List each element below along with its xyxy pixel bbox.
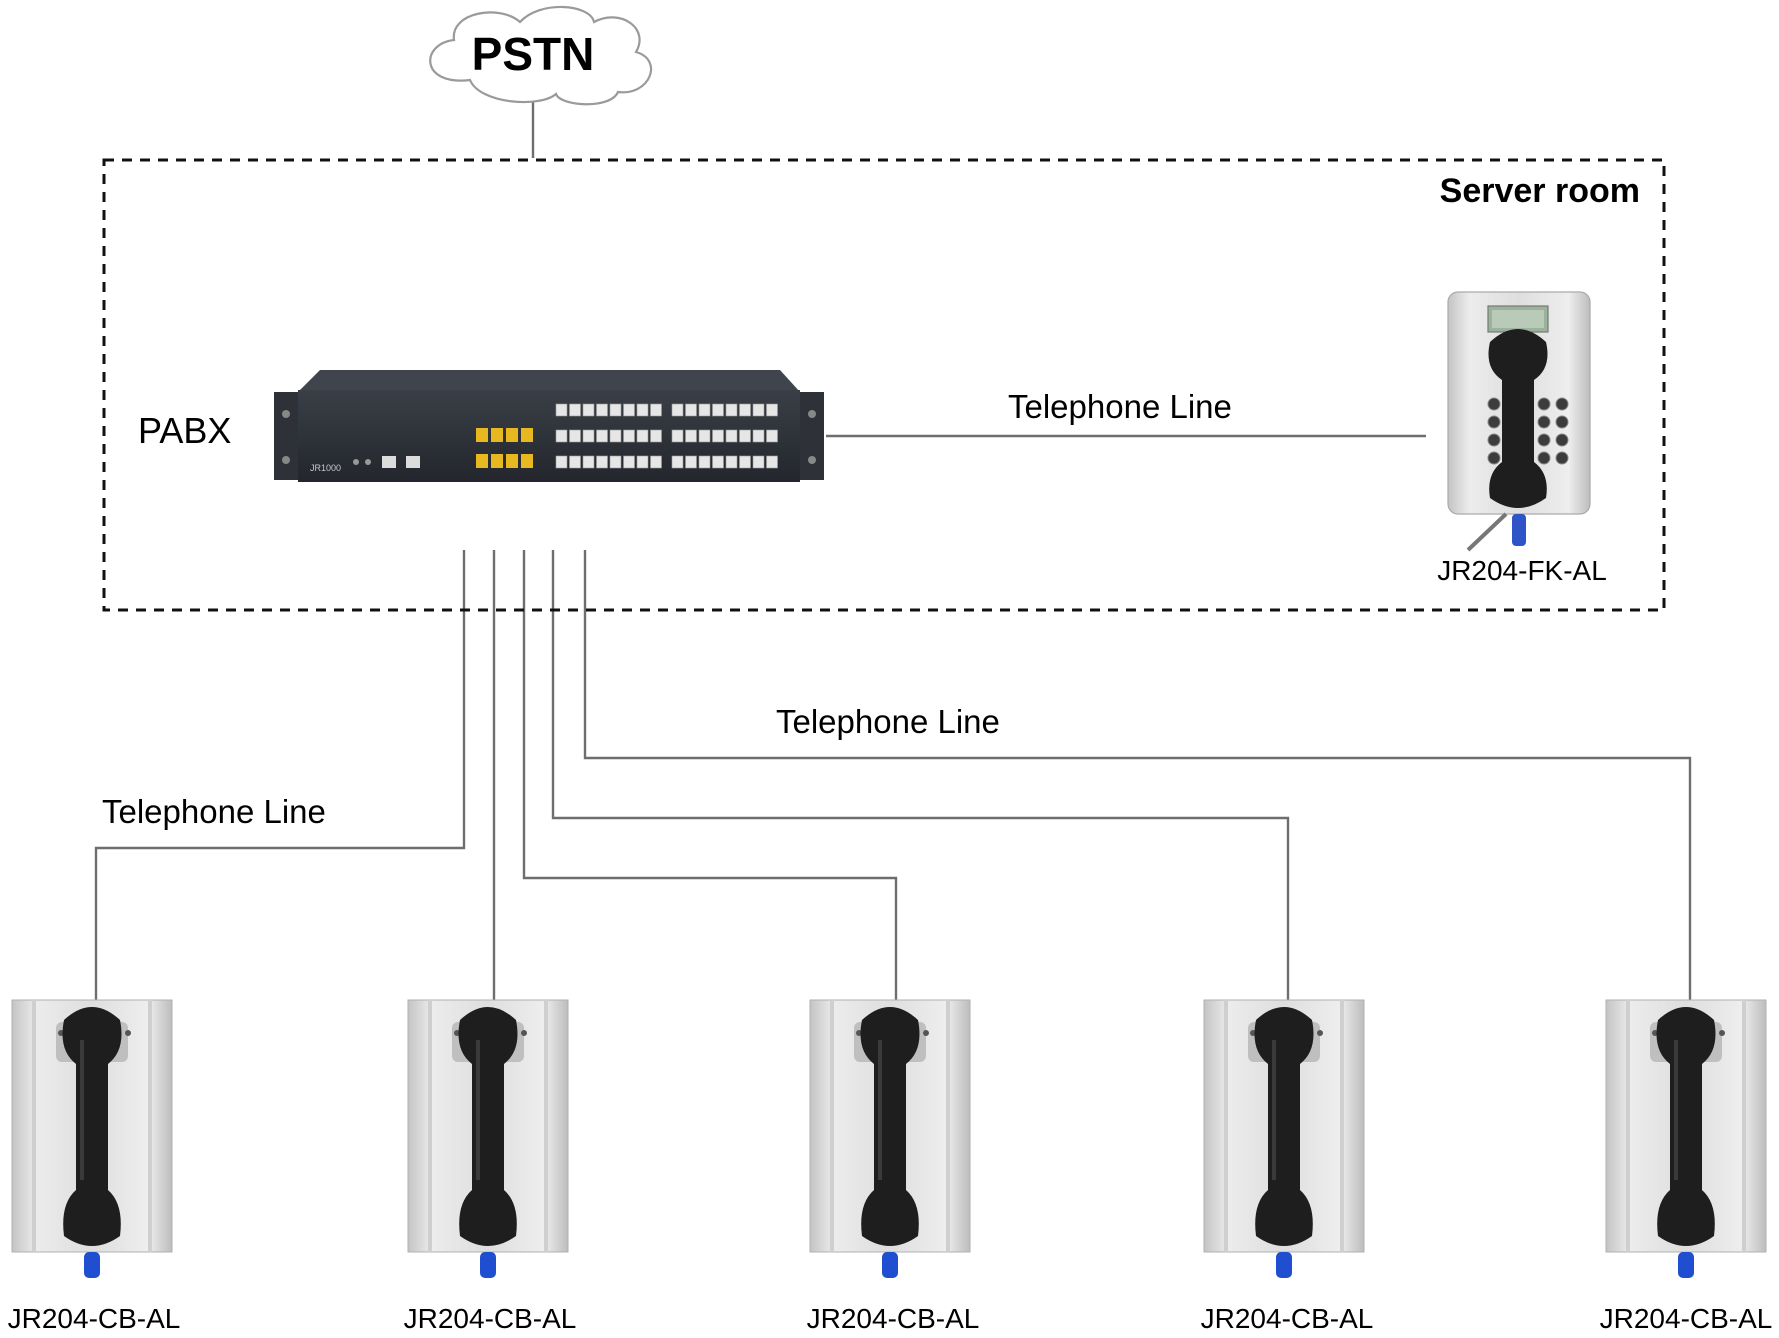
wall-phone-2-model: JR204-CB-AL [404, 1303, 577, 1334]
wall-phone-4 [1202, 998, 1366, 1280]
extension-port [752, 455, 765, 469]
extension-port [609, 455, 622, 469]
extension-port [752, 403, 765, 417]
extension-port [671, 429, 684, 443]
line-to-phone-5 [583, 550, 1692, 1000]
wall-phone-3 [808, 998, 972, 1280]
server-phone-model: JR204-FK-AL [1437, 555, 1607, 586]
extension-port [739, 455, 751, 469]
extension-port [555, 455, 568, 469]
wall-phone-1 [10, 998, 174, 1280]
extension-port [636, 455, 649, 469]
extension-port [623, 429, 635, 443]
trunk-ports [476, 428, 533, 468]
extension-port [698, 429, 711, 443]
extension-port [739, 403, 751, 417]
extension-port [582, 403, 595, 417]
server-room-boundary: Server room [102, 158, 1666, 612]
extension-port [650, 429, 662, 443]
extension-port [596, 403, 608, 417]
extension-port [698, 403, 711, 417]
server-phone [1447, 291, 1591, 552]
extension-port [569, 429, 581, 443]
extension-port [698, 455, 711, 469]
extension-port [725, 403, 738, 417]
extension-port [555, 429, 568, 443]
line-to-phone-4 [551, 550, 1290, 1000]
pabx-label: PABX [138, 410, 231, 451]
pabx-model-label: JR1000 [310, 463, 341, 473]
wires [94, 100, 1692, 1000]
extension-port [650, 403, 662, 417]
extension-port [596, 455, 608, 469]
extension-port [712, 429, 724, 443]
line-to-phone-1 [94, 550, 466, 1000]
extension-port [712, 455, 724, 469]
wall-phone-3-model: JR204-CB-AL [807, 1303, 980, 1334]
pstn-cloud: PSTN [429, 5, 653, 106]
pabx-device: JR1000 [274, 370, 824, 482]
extension-port [685, 403, 697, 417]
extension-ports [555, 403, 778, 469]
bottom-left-line-label: Telephone Line [102, 793, 326, 830]
extension-port [766, 403, 778, 417]
extension-port [569, 455, 581, 469]
extension-port [555, 403, 568, 417]
extension-port [685, 455, 697, 469]
wall-phone-5-model: JR204-CB-AL [1600, 1303, 1773, 1334]
wall-phone-4-model: JR204-CB-AL [1201, 1303, 1374, 1334]
wall-phone-2 [406, 998, 570, 1280]
extension-port [569, 403, 581, 417]
pstn-label: PSTN [472, 28, 595, 80]
extension-port [671, 403, 684, 417]
bottom-middle-line-label: Telephone Line [776, 703, 1000, 740]
extension-port [725, 429, 738, 443]
extension-port [650, 455, 662, 469]
wall-phone-5 [1604, 998, 1768, 1280]
server-line-label: Telephone Line [1008, 388, 1232, 425]
extension-port [671, 455, 684, 469]
extension-port [636, 403, 649, 417]
extension-port [725, 455, 738, 469]
wall-phone-1-model: JR204-CB-AL [8, 1303, 181, 1334]
extension-port [596, 429, 608, 443]
extension-port [636, 429, 649, 443]
extension-port [623, 455, 635, 469]
extension-port [582, 455, 595, 469]
extension-port [766, 455, 778, 469]
line-to-phone-3 [522, 550, 898, 1000]
server-room-label: Server room [1440, 172, 1640, 210]
extension-port [766, 429, 778, 443]
extension-port [609, 429, 622, 443]
extension-port [752, 429, 765, 443]
extension-port [582, 429, 595, 443]
extension-port [623, 403, 635, 417]
extension-port [609, 403, 622, 417]
extension-port [685, 429, 697, 443]
extension-port [739, 429, 751, 443]
extension-port [712, 403, 724, 417]
